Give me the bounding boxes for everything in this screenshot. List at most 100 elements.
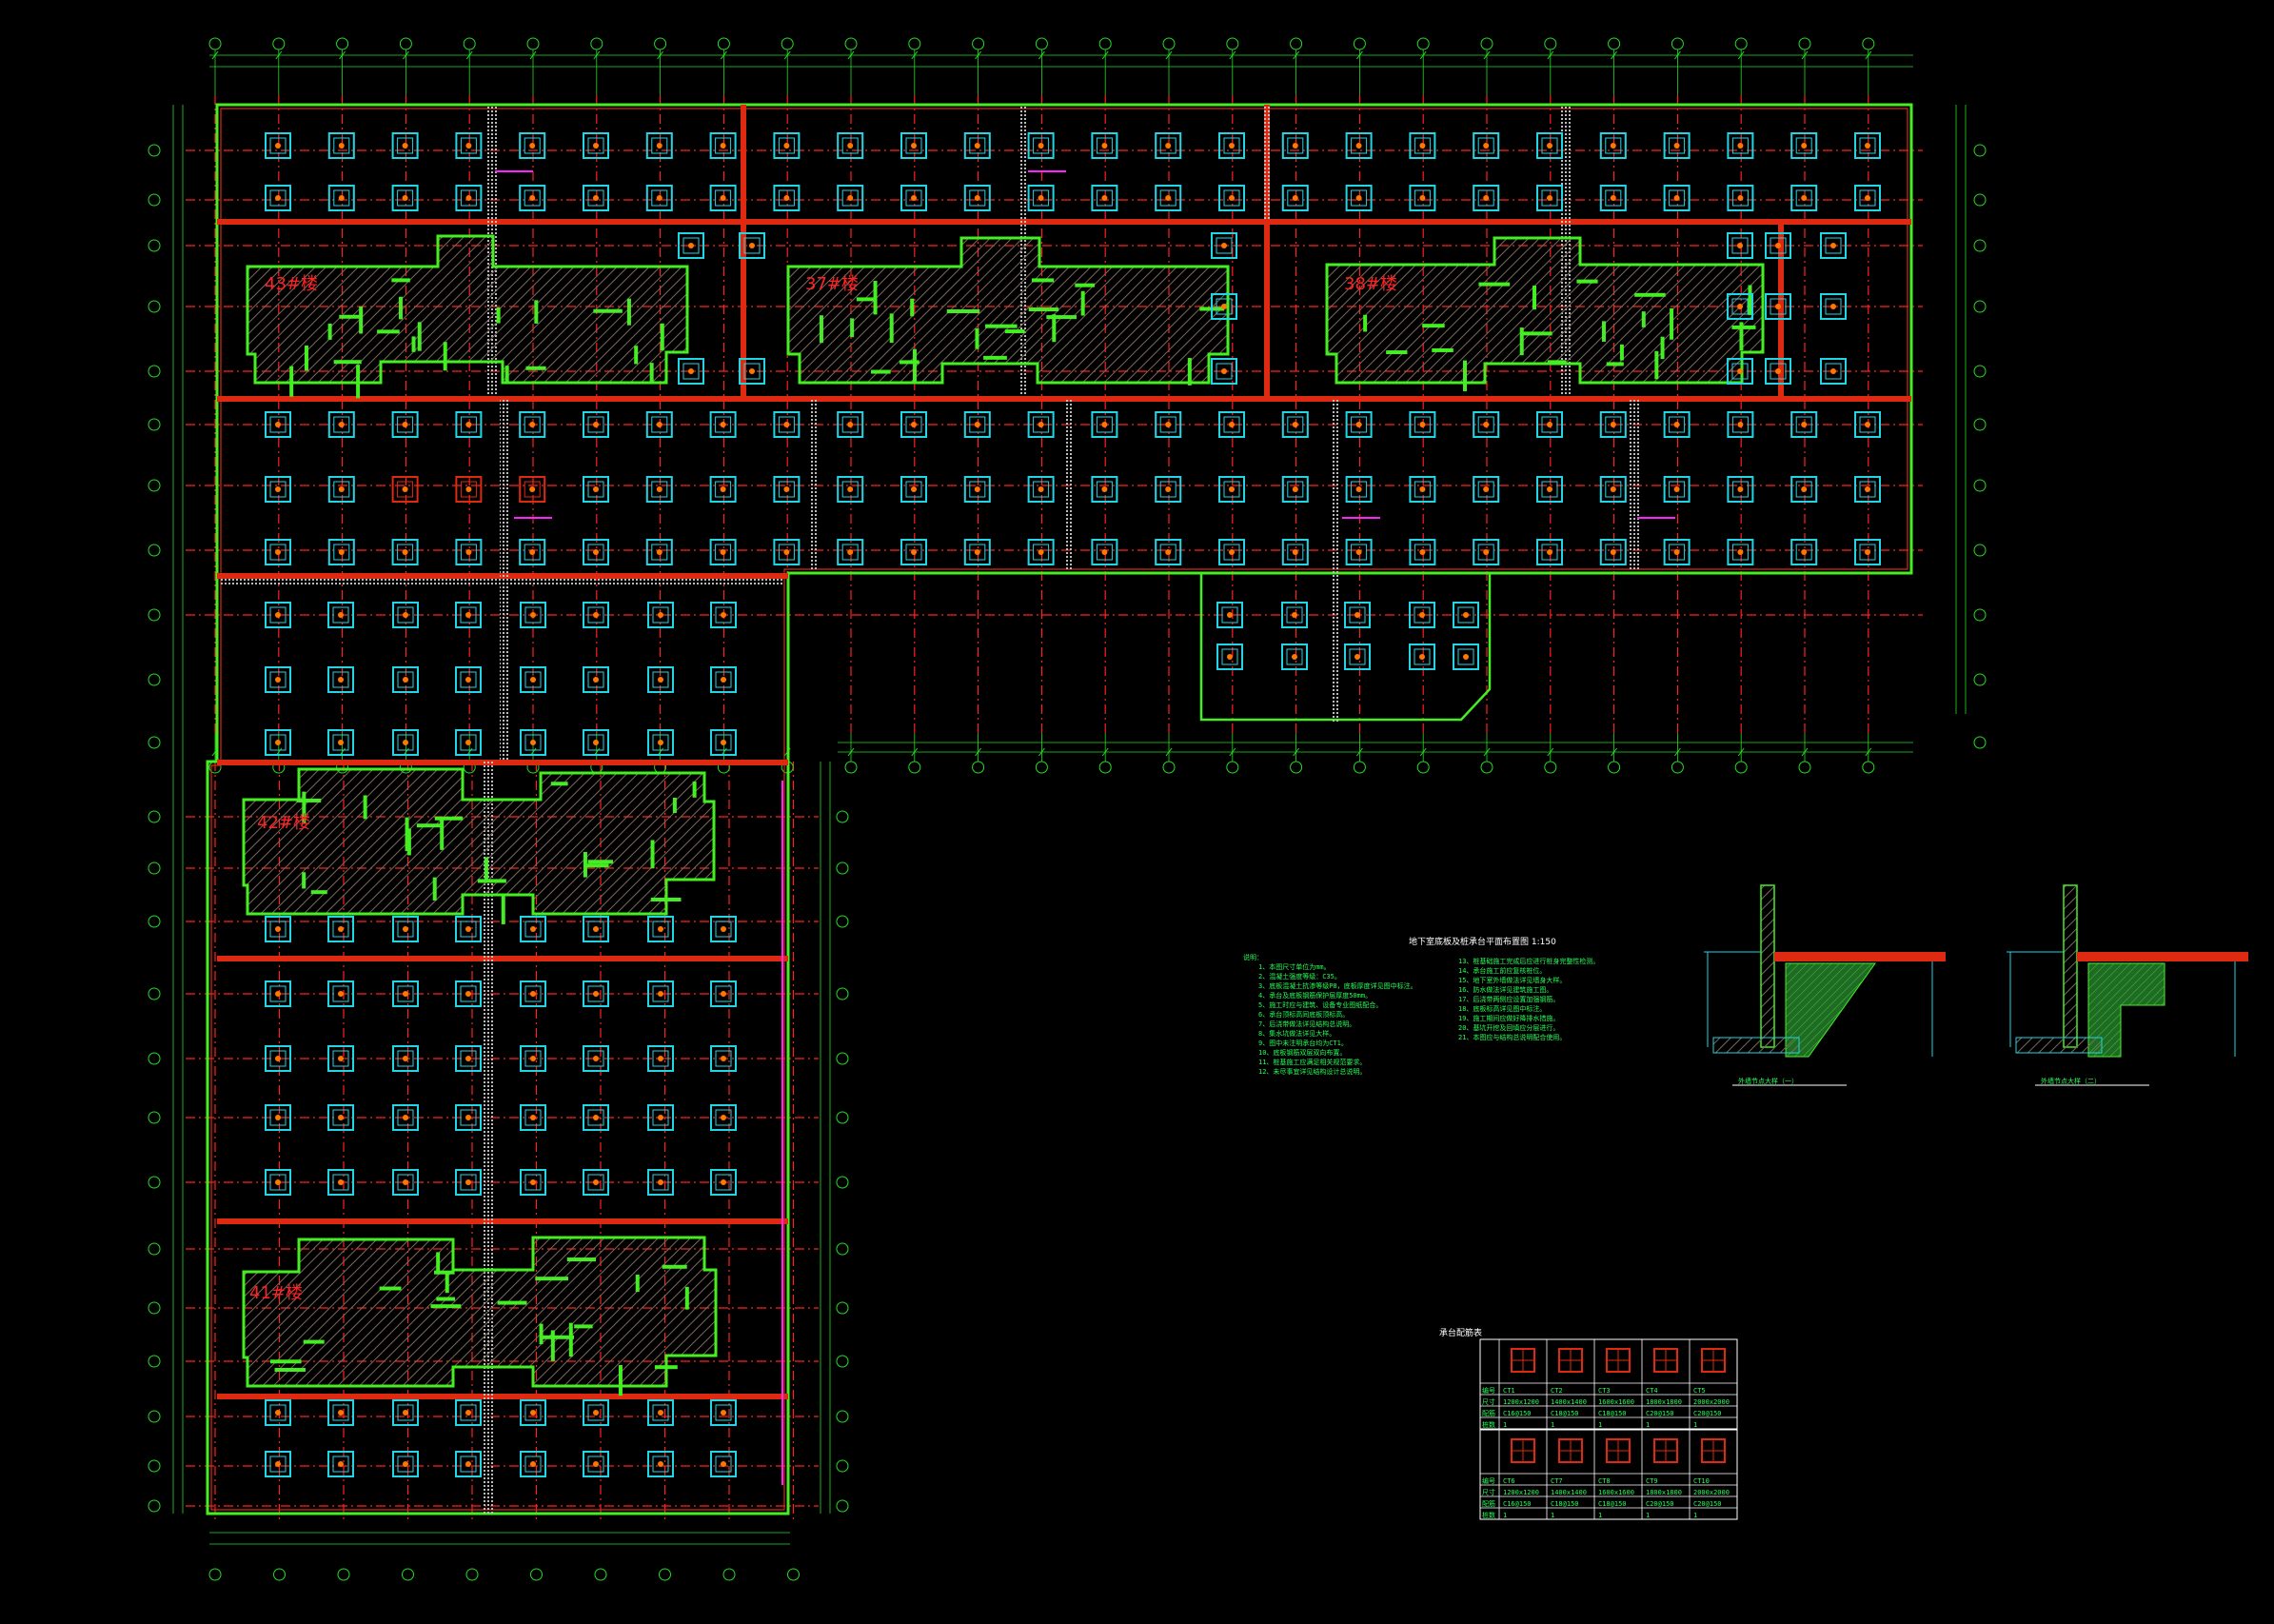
pile-cap	[392, 1451, 419, 1477]
pile-cap	[1765, 293, 1791, 320]
slab-band	[1264, 105, 1270, 400]
pile-cap	[583, 916, 609, 942]
pile-cap	[265, 980, 291, 1007]
pile-cap-inner	[524, 921, 542, 938]
pile-cap	[1820, 232, 1847, 259]
pile-cap-inner	[333, 189, 350, 207]
pile-caps	[265, 132, 1881, 1477]
pile-cap	[647, 980, 674, 1007]
pile	[530, 1179, 536, 1185]
pile-cap	[327, 185, 355, 211]
pile	[1483, 195, 1490, 201]
pile	[402, 195, 408, 201]
pile-cap-inner	[397, 481, 414, 498]
pile-cap-inner	[333, 481, 350, 498]
pile-cap	[265, 411, 291, 438]
shear-wall	[1028, 307, 1059, 312]
pile-cap-inner	[397, 416, 414, 433]
pile-cap	[391, 539, 419, 565]
note-line: 11、桩基施工应满足相关规范要求。	[1258, 1058, 1366, 1066]
pile-cap	[520, 980, 546, 1007]
axis-bubble	[1862, 37, 1875, 50]
axis-bubble	[1671, 761, 1684, 774]
axis-bubble	[1544, 761, 1557, 774]
pile-cap	[710, 1045, 737, 1072]
dim-tick	[721, 50, 727, 60]
schedule-cell: CT4	[1646, 1387, 1658, 1395]
pile-cap-inner	[1351, 416, 1368, 433]
dim-tick	[1229, 50, 1236, 60]
pile-cap-inner	[778, 481, 795, 498]
pile	[658, 1410, 663, 1416]
pile-cap-inner	[332, 1456, 349, 1473]
pile-cap-inner	[333, 416, 350, 433]
pile-cap-inner	[397, 1109, 414, 1126]
pile-cap-inner	[524, 1050, 542, 1067]
pile	[1419, 486, 1426, 492]
pile-cap-inner	[269, 189, 287, 207]
pile	[1355, 549, 1362, 555]
axis-bubble	[148, 1052, 161, 1065]
pile	[1547, 549, 1552, 555]
pile-cap	[583, 1045, 609, 1072]
pile-cap-inner	[1223, 481, 1240, 498]
pile-cap	[1453, 602, 1479, 628]
pile-cap	[1211, 293, 1237, 320]
shear-wall	[654, 1365, 678, 1370]
shear-wall	[1004, 329, 1025, 334]
pile-cap	[963, 185, 991, 211]
pile-cap-inner	[841, 416, 859, 433]
pile-cap	[1211, 232, 1237, 259]
pile-cap-inner	[1731, 298, 1749, 315]
pile-cap-inner	[524, 481, 541, 498]
schedule-cell: 1800x1800	[1646, 1398, 1682, 1406]
pile	[1355, 143, 1362, 149]
dim-tick	[339, 50, 346, 60]
pile-cap	[1409, 539, 1436, 565]
pile	[1801, 195, 1808, 201]
pile-cap	[265, 1399, 291, 1426]
axis-bubble	[1544, 37, 1557, 50]
pile-cap-inner	[1286, 606, 1303, 624]
pile-cap	[1663, 132, 1691, 159]
pile	[1419, 143, 1426, 149]
pile	[1038, 549, 1044, 555]
pile-cap-inner	[743, 237, 761, 254]
pile-cap-inner	[1414, 648, 1431, 665]
pile	[593, 486, 599, 492]
pile	[1737, 304, 1743, 309]
pile-cap-inner	[333, 544, 350, 561]
pile	[530, 677, 536, 683]
pile	[403, 926, 408, 932]
dim-tick	[847, 50, 855, 60]
shear-wall	[356, 365, 361, 399]
pile-cap	[327, 980, 354, 1007]
pile-cap-inner	[269, 416, 287, 433]
pile	[721, 1056, 726, 1061]
schedule-cell: C20@150	[1693, 1500, 1722, 1508]
pile-cap	[265, 185, 291, 211]
slab-band	[217, 1218, 788, 1224]
pile-cap-inner	[1351, 544, 1368, 561]
pile	[1101, 486, 1108, 492]
pile-cap-inner	[269, 544, 287, 561]
pile-cap	[1027, 539, 1055, 565]
shear-wall	[900, 360, 919, 365]
slab-band	[217, 760, 788, 765]
axis-bubble	[336, 37, 349, 50]
pile	[1610, 486, 1616, 492]
pile	[1830, 368, 1836, 374]
pile-cap-inner	[1287, 481, 1304, 498]
shear-wall	[333, 360, 362, 365]
schedule-cell: CT2	[1551, 1387, 1563, 1395]
pile-cap-inner	[269, 1050, 287, 1067]
pile-cap	[647, 1169, 674, 1196]
schedule-cell: C20@150	[1693, 1410, 1722, 1417]
pile-cap-inner	[524, 734, 542, 751]
pile	[338, 549, 345, 555]
pile	[658, 926, 663, 932]
pile	[1737, 486, 1744, 492]
pile	[338, 1115, 344, 1120]
shear-wall	[850, 318, 855, 338]
